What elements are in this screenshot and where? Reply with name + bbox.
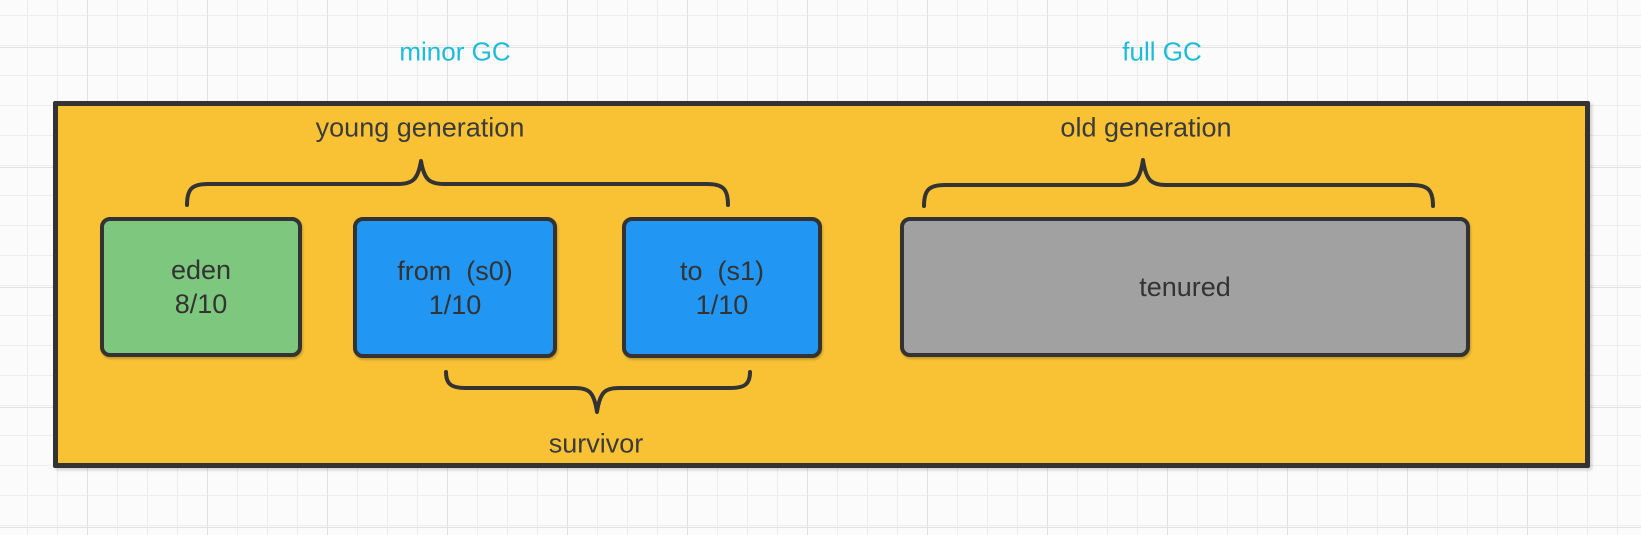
to-s1-box-usage: 1/10 xyxy=(695,289,749,320)
from-s0-box-usage: 1/10 xyxy=(428,289,482,320)
from-s0-box-name: from (s0) xyxy=(397,255,513,286)
tenured-box-name: tenured xyxy=(1139,272,1231,302)
to-s1-box-name: to (s1) xyxy=(679,255,765,286)
eden-box[interactable]: eden 8/10 xyxy=(100,217,302,357)
survivor-label[interactable]: survivor xyxy=(548,428,644,459)
old-generation-label[interactable]: old generation xyxy=(1060,112,1232,143)
eden-box-usage: 8/10 xyxy=(174,289,228,319)
minor-gc-label[interactable]: minor GC xyxy=(399,36,511,67)
full-gc-label[interactable]: full GC xyxy=(1122,36,1202,67)
tenured-box[interactable]: tenured xyxy=(900,217,1470,357)
young-generation-label[interactable]: young generation xyxy=(315,112,525,143)
eden-box-name: eden xyxy=(170,255,232,285)
from-s0-box[interactable]: from (s0) 1/10 xyxy=(353,217,557,358)
to-s1-box[interactable]: to (s1) 1/10 xyxy=(622,217,822,358)
